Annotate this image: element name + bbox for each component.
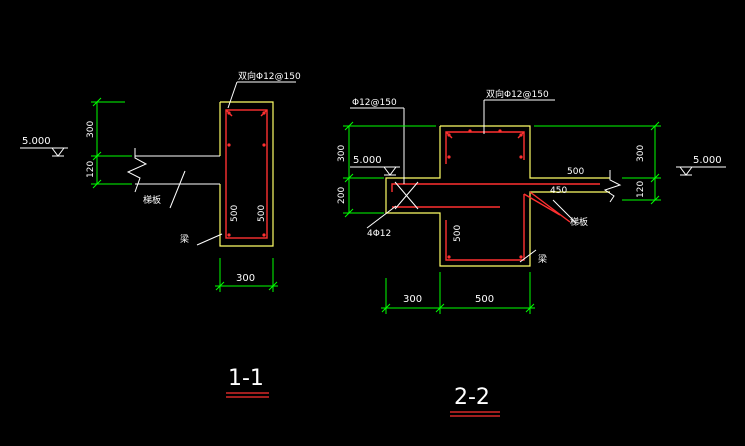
label-beam-1: 梁 xyxy=(180,233,189,245)
dim-120-1: 120 xyxy=(86,161,96,178)
dim-450-2: 450 xyxy=(550,186,567,196)
dim-500-left-1: 500 xyxy=(230,205,240,222)
dim-width-300-1: 300 xyxy=(236,273,255,284)
dim-bottom-300-2: 300 xyxy=(403,294,422,305)
dim-right-300-2: 300 xyxy=(636,145,646,162)
rebar-dots-2 xyxy=(447,129,523,259)
dim-left-200-2: 200 xyxy=(337,187,347,204)
leader-rebar-left-2 xyxy=(350,107,405,184)
beam-outline-2 xyxy=(385,125,610,267)
dim-left-300-2: 300 xyxy=(337,145,347,162)
elevation-marker-2-right xyxy=(676,166,726,176)
dim-bottom-500-2: 500 xyxy=(475,294,494,305)
section-1-1: 双向Φ12@150 梯板 梁 5.000 300 120 xyxy=(20,70,301,398)
rebar-dots-1 xyxy=(227,111,266,237)
section-2-2: 双向Φ12@150 Φ12@150 4Φ12 梯板 梁 5.000 xyxy=(337,88,726,417)
elevation-marker-1 xyxy=(20,147,68,157)
leader-beam-1 xyxy=(196,233,223,246)
slab-2 xyxy=(603,170,622,203)
leader-bars-2 xyxy=(366,205,397,229)
slab-1 xyxy=(126,148,220,193)
dim-vertical-left-2 xyxy=(343,121,436,218)
dim-500-right-1: 500 xyxy=(257,205,267,222)
title-underline-2 xyxy=(450,411,500,417)
rebar-cage-2 xyxy=(391,131,600,261)
leader-beam-2 xyxy=(519,249,537,263)
beam-outline-1 xyxy=(219,101,274,247)
section-title-1: 1-1 xyxy=(228,366,264,391)
section-title-2: 2-2 xyxy=(454,385,490,410)
label-beam-2: 梁 xyxy=(538,253,547,265)
dim-horizontal-2 xyxy=(381,272,535,314)
dim-vertical-1 xyxy=(91,97,132,189)
x-mark-2 xyxy=(394,181,419,210)
label-slab-2: 梯板 xyxy=(570,216,588,228)
elevation-text-2-left: 5.000 xyxy=(353,155,382,166)
leader-slab-2 xyxy=(552,199,576,223)
leader-rebar-1 xyxy=(227,81,296,109)
dim-right-120-2: 120 xyxy=(636,181,646,198)
dim-500-vertical-2: 500 xyxy=(453,225,463,242)
elevation-text-2-right: 5.000 xyxy=(693,155,722,166)
dim-500-slab-2: 500 xyxy=(567,167,584,177)
leader-slab-1 xyxy=(169,170,186,209)
label-rebar-left-2: Φ12@150 xyxy=(352,98,397,108)
elevation-marker-2-left xyxy=(350,166,400,176)
dim-vertical-right-2 xyxy=(534,121,661,205)
elevation-text-1: 5.000 xyxy=(22,136,51,147)
dim-horizontal-1 xyxy=(215,258,278,292)
label-rebar-1: 双向Φ12@150 xyxy=(238,70,301,82)
dim-300-1: 300 xyxy=(86,121,96,138)
label-slab-1: 梯板 xyxy=(143,194,161,206)
label-bars-2: 4Φ12 xyxy=(367,229,391,239)
leader-rebar-top-2 xyxy=(483,99,555,134)
title-underline-1 xyxy=(226,392,269,398)
label-rebar-top-2: 双向Φ12@150 xyxy=(486,88,549,100)
